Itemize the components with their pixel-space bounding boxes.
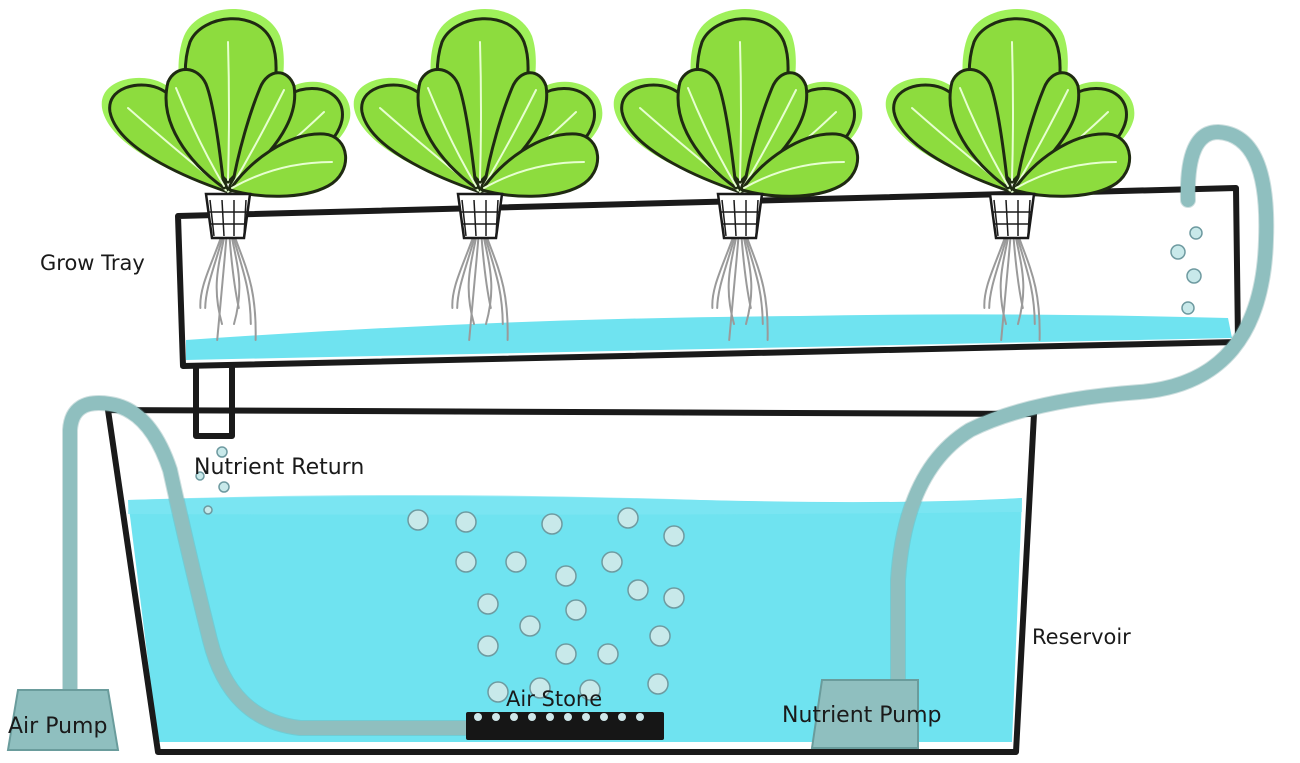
grow-tray-water bbox=[186, 314, 1232, 360]
air-bubble bbox=[541, 513, 563, 535]
air-pump-label: Air Pump bbox=[8, 714, 107, 739]
plant-leaves bbox=[885, 8, 1135, 198]
air-bubble bbox=[555, 643, 577, 665]
plant-leaves bbox=[613, 8, 863, 198]
air-bubble bbox=[477, 593, 499, 615]
air-stone bbox=[466, 712, 664, 740]
air-bubble bbox=[649, 625, 671, 647]
air-bubble bbox=[505, 551, 527, 573]
air-bubble bbox=[597, 643, 619, 665]
plant-roots bbox=[451, 237, 509, 341]
plants bbox=[101, 8, 1135, 341]
tray-inflow-bubbles bbox=[1170, 226, 1203, 315]
air-pump bbox=[6, 689, 120, 751]
net-cup bbox=[204, 192, 252, 240]
plant-leaves bbox=[353, 8, 603, 198]
plant-roots bbox=[711, 237, 769, 341]
nutrient-return-drops bbox=[195, 446, 230, 515]
net-cup bbox=[716, 192, 764, 240]
air-bubble bbox=[663, 587, 685, 609]
reservoir-label: Reservoir bbox=[1032, 625, 1131, 649]
nutrient-return-label: Nutrient Return bbox=[194, 455, 364, 480]
air-bubble bbox=[477, 635, 499, 657]
grow-tray bbox=[175, 185, 1241, 369]
air-bubble bbox=[529, 677, 551, 699]
lettuce-plant bbox=[613, 8, 863, 341]
plant-roots bbox=[199, 237, 257, 341]
lettuce-plant bbox=[101, 8, 351, 341]
plant-roots bbox=[983, 237, 1041, 341]
air-bubbles bbox=[407, 507, 685, 703]
reservoir-outline bbox=[105, 407, 1037, 755]
plant-leaves bbox=[101, 8, 351, 198]
air-bubble bbox=[519, 615, 541, 637]
air-bubble bbox=[555, 565, 577, 587]
nutrient-pump bbox=[810, 679, 919, 749]
air-bubble bbox=[407, 509, 429, 531]
air-bubble bbox=[487, 681, 509, 703]
air-bubble bbox=[455, 551, 477, 573]
net-cup bbox=[988, 192, 1036, 240]
air-bubble bbox=[617, 507, 639, 529]
reservoir-water-surface bbox=[128, 495, 1022, 515]
lettuce-plant bbox=[353, 8, 603, 341]
air-hose bbox=[62, 395, 478, 736]
air-bubble bbox=[601, 551, 623, 573]
nutrient-return-drain bbox=[193, 366, 235, 439]
lettuce-plant bbox=[885, 8, 1135, 341]
air-bubble bbox=[663, 525, 685, 547]
air-stone-label: Air Stone bbox=[506, 687, 602, 711]
grow-tray-label: Grow Tray bbox=[40, 251, 145, 275]
air-bubble bbox=[647, 673, 669, 695]
air-bubble bbox=[565, 599, 587, 621]
nutrient-pump-label: Nutrient Pump bbox=[782, 703, 942, 728]
air-bubble bbox=[627, 579, 649, 601]
nutrient-hose bbox=[890, 124, 1275, 692]
net-cup bbox=[456, 192, 504, 240]
air-bubble bbox=[455, 511, 477, 533]
air-bubble bbox=[579, 679, 601, 701]
